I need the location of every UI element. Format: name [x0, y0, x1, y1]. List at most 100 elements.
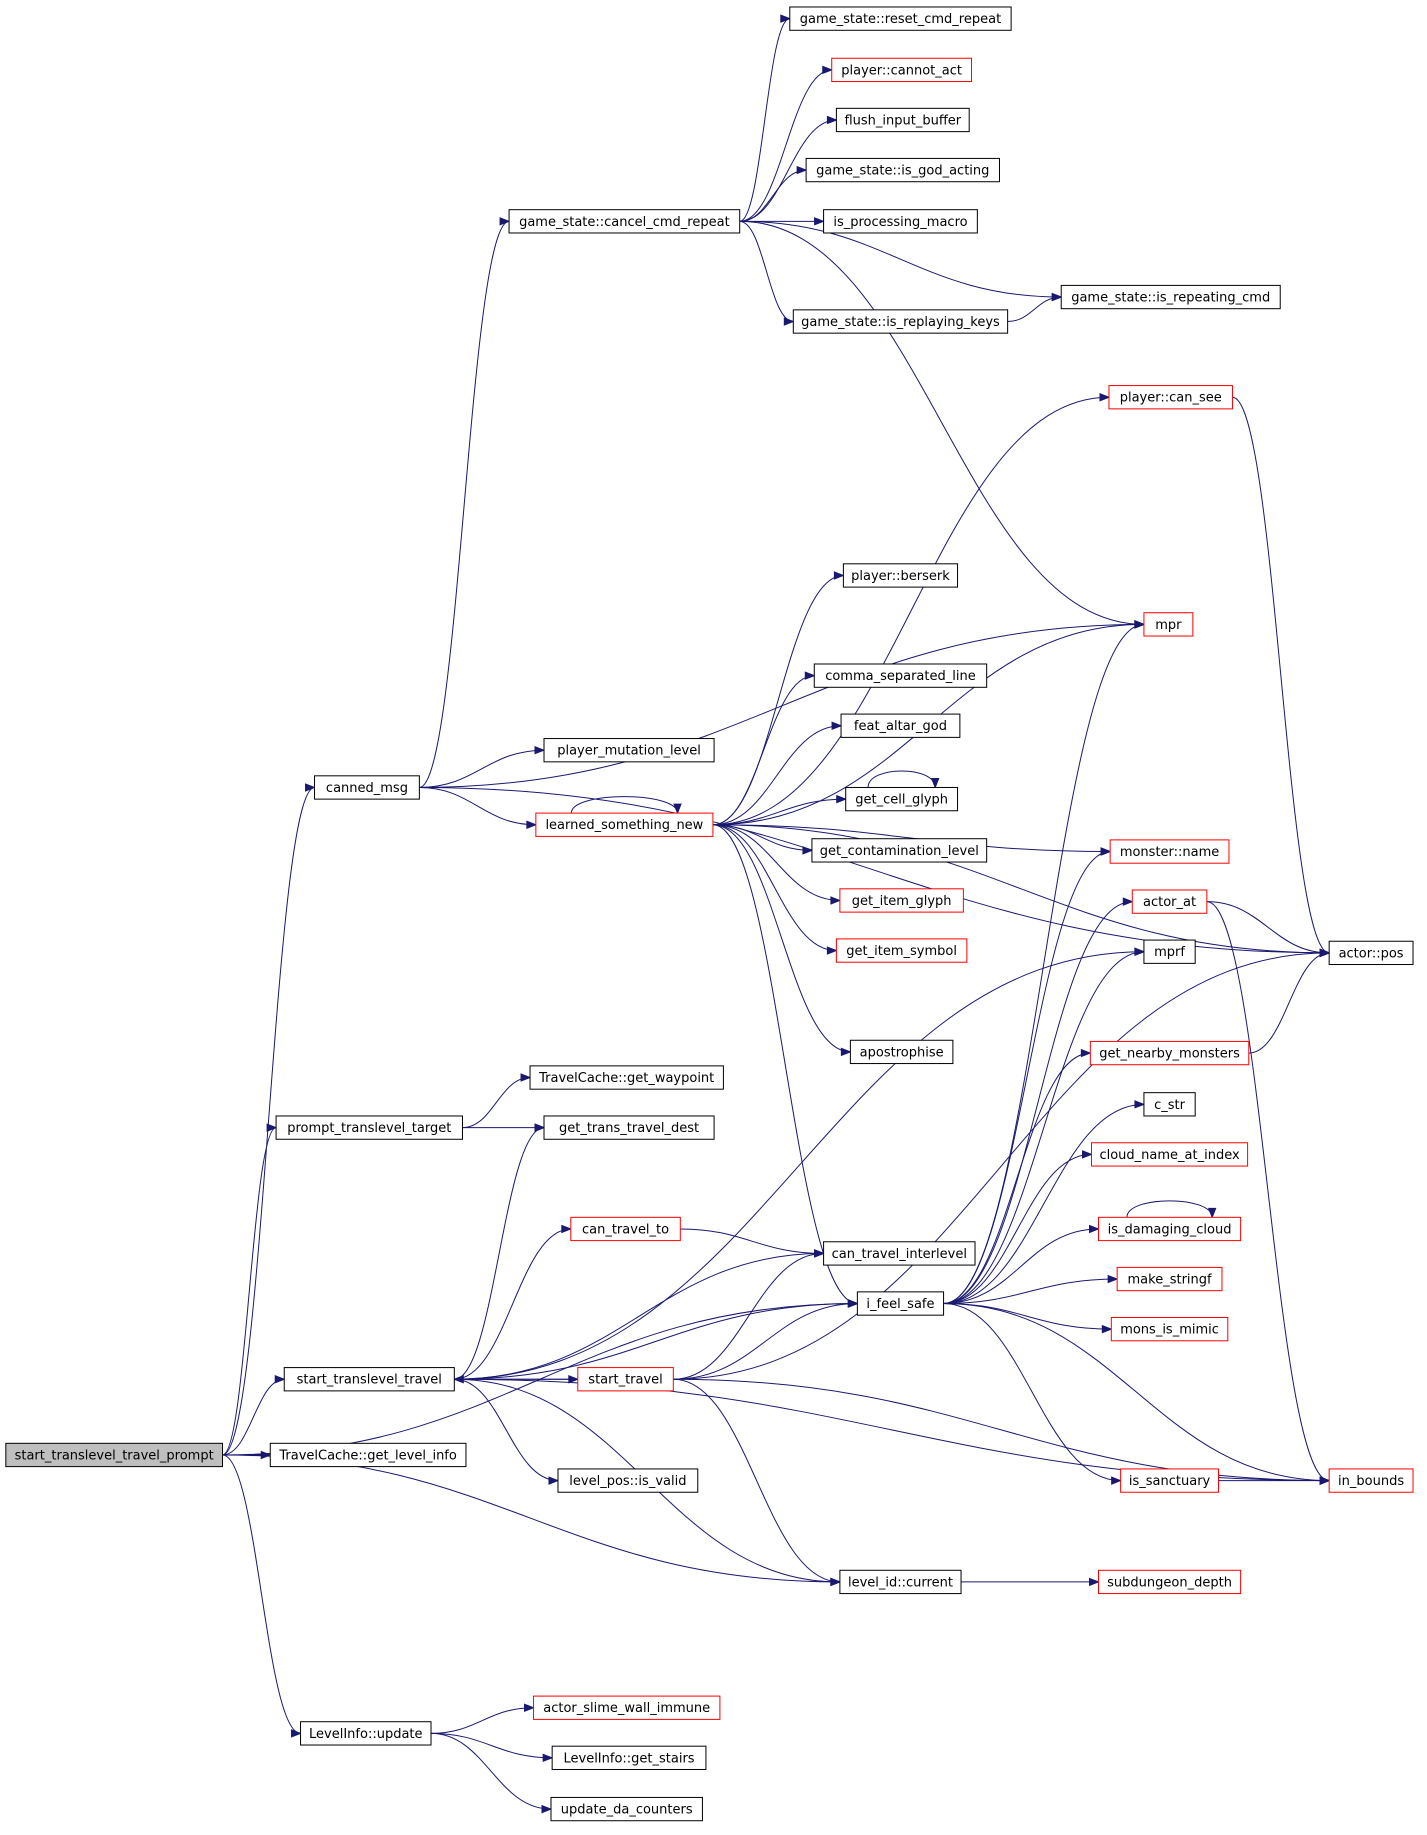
node-player_cannot_act[interactable]: player::cannot_act: [831, 57, 973, 83]
edge-LevelInfo_update-to-LevelInfo_get_stairs: [431, 1732, 554, 1763]
node-comma_separated_line[interactable]: comma_separated_line: [813, 663, 988, 688]
node-mpr[interactable]: mpr: [1143, 612, 1194, 637]
edge-arrowhead: [1134, 947, 1146, 956]
node-mons_is_mimic[interactable]: mons_is_mimic: [1110, 1316, 1229, 1342]
node-label: TravelCache::get_waypoint: [538, 1071, 714, 1086]
edge-arrowhead: [783, 317, 795, 326]
node-box: [529, 1065, 724, 1090]
node-label: feat_altar_god: [854, 719, 947, 734]
edge-start_translevel_travel_prompt-to-level_id_current: [222, 1454, 842, 1587]
node-box: [849, 1039, 954, 1065]
node-actor_at[interactable]: actor_at: [1131, 889, 1208, 914]
node-level_id_current[interactable]: level_id::current: [839, 1569, 962, 1595]
node-game_state_is_repeating_cmd[interactable]: game_state::is_repeating_cmd: [1060, 284, 1281, 310]
node-label: game_state::is_god_acting: [816, 164, 989, 179]
node-is_sanctuary[interactable]: is_sanctuary: [1120, 1468, 1219, 1493]
edge-arrowhead: [260, 1450, 272, 1460]
node-cloud_name_at_index[interactable]: cloud_name_at_index: [1091, 1142, 1249, 1167]
edge-arrowhead: [291, 1729, 302, 1738]
node-TravelCache_get_waypoint[interactable]: TravelCache::get_waypoint: [529, 1065, 724, 1090]
node-box: [842, 563, 959, 588]
node-TravelCache_get_level_info[interactable]: TravelCache::get_level_info: [269, 1442, 467, 1468]
node-is_damaging_cloud[interactable]: is_damaging_cloud: [1097, 1216, 1242, 1242]
node-apostrophise[interactable]: apostrophise: [849, 1039, 954, 1065]
node-box: [5, 1442, 223, 1468]
edge-line: [1248, 952, 1330, 1054]
node-flush_input_buffer[interactable]: flush_input_buffer: [835, 107, 970, 133]
node-game_state_is_god_acting[interactable]: game_state::is_god_acting: [805, 157, 1000, 183]
edge-line: [943, 1303, 1112, 1330]
edge-game_state_cancel_cmd_repeat-to-game_state_is_replaying_keys: [739, 220, 795, 326]
node-update_da_counters[interactable]: update_da_counters: [550, 1796, 703, 1822]
node-get_item_glyph[interactable]: get_item_glyph: [839, 888, 964, 913]
node-label: actor_slime_wall_immune: [543, 1701, 710, 1716]
node-get_trans_travel_dest[interactable]: get_trans_travel_dest: [543, 1115, 715, 1140]
edge-arrowhead: [541, 1804, 553, 1814]
edge-i_feel_safe-to-monster_name: [943, 847, 1112, 1305]
node-canned_msg[interactable]: canned_msg: [314, 775, 420, 800]
node-start_translevel_travel_prompt[interactable]: start_translevel_travel_prompt: [5, 1442, 223, 1468]
node-label: game_state::is_replaying_keys: [801, 315, 1000, 330]
node-can_travel_to[interactable]: can_travel_to: [570, 1216, 681, 1242]
node-get_item_symbol[interactable]: get_item_symbol: [835, 938, 968, 963]
node-mprf[interactable]: mprf: [1143, 939, 1196, 964]
node-label: player::can_see: [1120, 391, 1222, 406]
node-start_travel[interactable]: start_travel: [577, 1367, 674, 1392]
edge-arrowhead: [1319, 1476, 1331, 1485]
node-player_berserk[interactable]: player::berserk: [842, 563, 959, 588]
node-c_str[interactable]: c_str: [1143, 1092, 1196, 1117]
node-in_bounds[interactable]: in_bounds: [1328, 1468, 1414, 1493]
node-game_state_reset_cmd_repeat[interactable]: game_state::reset_cmd_repeat: [789, 6, 1012, 31]
edge-arrowhead: [840, 1047, 852, 1057]
edge-start_translevel_travel-to-in_bounds: [454, 1378, 1331, 1485]
node-subdungeon_depth[interactable]: subdungeon_depth: [1097, 1569, 1242, 1595]
edge-line: [943, 1153, 1092, 1305]
edge-game_state_cancel_cmd_repeat-to-player_cannot_act: [739, 65, 834, 222]
node-game_state_cancel_cmd_repeat[interactable]: game_state::cancel_cmd_repeat: [508, 209, 741, 234]
node-actor_pos[interactable]: actor::pos: [1328, 940, 1414, 966]
node-make_stringf[interactable]: make_stringf: [1116, 1266, 1223, 1292]
node-feat_altar_god[interactable]: feat_altar_god: [840, 713, 961, 738]
node-box: [792, 309, 1009, 334]
edge-arrowhead: [1080, 1048, 1092, 1058]
edge-prompt_translevel_target-to-get_trans_travel_dest: [462, 1123, 546, 1132]
edge-line: [739, 220, 1062, 298]
node-label: monster::name: [1120, 845, 1219, 860]
edge-line: [673, 1252, 824, 1380]
edge-line: [943, 851, 1111, 1305]
node-prompt_translevel_target[interactable]: prompt_translevel_target: [275, 1115, 463, 1140]
edge-arrowhead: [452, 1375, 464, 1384]
node-box: [300, 1721, 432, 1746]
node-learned_something_new[interactable]: learned_something_new: [535, 812, 714, 837]
edge-arrowhead: [826, 115, 838, 125]
node-box: [835, 938, 968, 963]
node-get_nearby_monsters[interactable]: get_nearby_monsters: [1089, 1040, 1250, 1066]
edge-start_translevel_travel-to-level_pos_is_valid: [454, 1378, 560, 1485]
node-box: [1091, 1142, 1249, 1167]
node-player_mutation_level[interactable]: player_mutation_level: [543, 738, 715, 763]
node-is_processing_macro[interactable]: is_processing_macro: [823, 209, 978, 234]
node-LevelInfo_update[interactable]: LevelInfo::update: [300, 1721, 432, 1746]
node-label: game_state::is_repeating_cmd: [1071, 291, 1270, 306]
node-level_pos_is_valid[interactable]: level_pos::is_valid: [557, 1468, 699, 1493]
node-label: game_state::cancel_cmd_repeat: [519, 215, 730, 230]
node-actor_slime_wall_immune[interactable]: actor_slime_wall_immune: [533, 1695, 721, 1720]
node-monster_name[interactable]: monster::name: [1109, 839, 1230, 864]
edge-line: [222, 1127, 277, 1456]
edge-line: [739, 69, 832, 222]
edge-line: [431, 1732, 551, 1810]
node-get_contamination_level[interactable]: get_contamination_level: [811, 838, 988, 863]
node-get_cell_glyph[interactable]: get_cell_glyph: [845, 786, 959, 812]
node-can_travel_interlevel[interactable]: can_travel_interlevel: [823, 1241, 976, 1266]
node-i_feel_safe[interactable]: i_feel_safe: [856, 1291, 945, 1316]
node-start_translevel_travel[interactable]: start_translevel_travel: [283, 1367, 455, 1392]
node-label: mprf: [1154, 945, 1185, 960]
node-LevelInfo_get_stairs[interactable]: LevelInfo::get_stairs: [551, 1745, 707, 1770]
edge-line: [943, 901, 1133, 1305]
node-label: start_translevel_travel_prompt: [15, 1448, 214, 1463]
node-label: learned_something_new: [545, 818, 703, 833]
node-game_state_is_replaying_keys[interactable]: game_state::is_replaying_keys: [792, 309, 1009, 334]
node-player_can_see[interactable]: player::can_see: [1108, 385, 1233, 410]
edge-arrowhead: [1107, 1274, 1119, 1284]
edge-arrowhead: [673, 803, 682, 815]
